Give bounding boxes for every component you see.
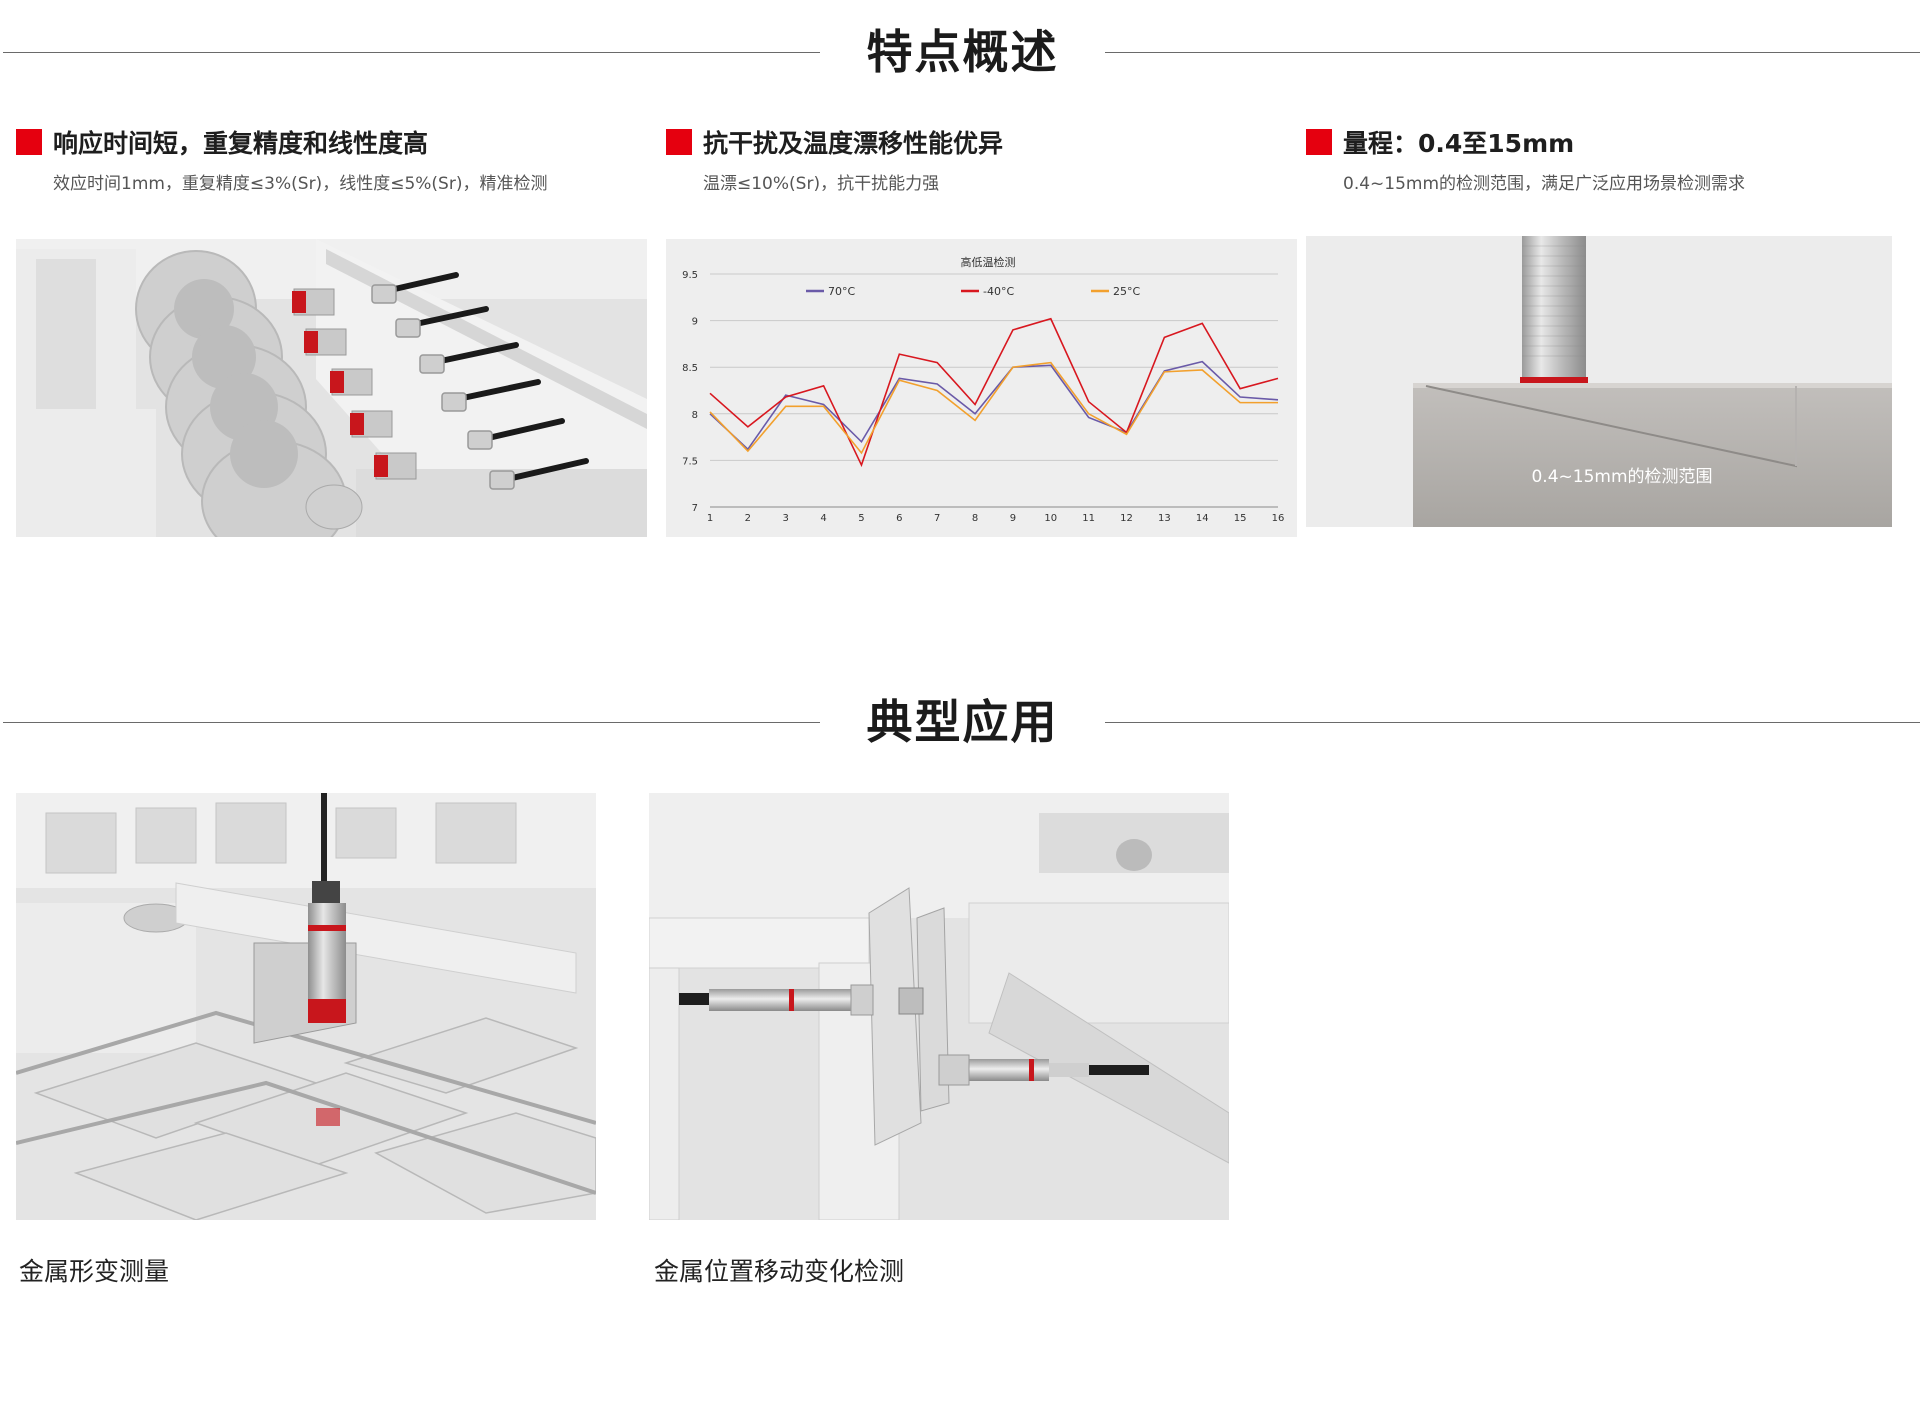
legend-label: 25°C (1113, 285, 1140, 298)
x-tick-label: 8 (972, 513, 978, 524)
application-image-metal-position (649, 793, 1229, 1220)
x-tick-label: 9 (1010, 513, 1016, 524)
features-section-title: 特点概述 (0, 17, 1920, 87)
y-tick-label: 7.5 (682, 456, 698, 467)
legend-label: 70°C (828, 285, 855, 298)
y-tick-label: 7 (692, 503, 698, 514)
chart-series (709, 317, 1279, 468)
title-divider-right (1105, 52, 1920, 53)
application-image-metal-deformation (16, 793, 596, 1220)
feature-description: 效应时间1mm，重复精度≤3%(Sr)，线性度≤5%(Sr)，精准检测 (53, 174, 548, 194)
red-square-icon (666, 129, 692, 155)
y-tick-label: 9.5 (682, 270, 698, 281)
feature-description: 0.4~15mm的检测范围，满足广泛应用场景检测需求 (1343, 174, 1746, 194)
detection-range-illustration: 0.4~15mm的检测范围 (1306, 236, 1892, 527)
features-heading: 特点概述 (866, 25, 1059, 79)
x-tick-label: 14 (1196, 513, 1209, 524)
x-tick-label: 11 (1082, 513, 1095, 524)
feature-response: 响应时间短，重复精度和线性度高 效应时间1mm，重复精度≤3%(Sr)，线性度≤… (16, 125, 656, 194)
legend-label: -40°C (983, 285, 1014, 298)
title-divider-left (3, 722, 820, 723)
x-tick-label: 10 (1044, 513, 1057, 524)
feature-description: 温漂≤10%(Sr)，抗干扰能力强 (703, 174, 940, 194)
title-divider-left (3, 52, 820, 53)
y-axis-ticks: 7 7.5 8 8.5 9 9.5 (682, 270, 698, 514)
x-tick-label: 12 (1120, 513, 1133, 524)
range-label: 0.4~15mm的检测范围 (1531, 467, 1712, 487)
series-line (709, 361, 1278, 455)
y-tick-label: 9 (692, 317, 698, 328)
x-tick-label: 5 (858, 513, 864, 524)
applications-heading: 典型应用 (866, 695, 1059, 749)
red-square-icon (1306, 129, 1332, 155)
series-line (709, 317, 1279, 468)
feature-title: 量程：0.4至15mm (1343, 129, 1575, 158)
y-tick-label: 8 (692, 410, 698, 421)
x-tick-label: 7 (934, 513, 940, 524)
feature-title: 响应时间短，重复精度和线性度高 (53, 129, 429, 158)
feature-title: 抗干扰及温度漂移性能优异 (703, 129, 1004, 158)
x-tick-label: 15 (1234, 513, 1247, 524)
red-square-icon (16, 129, 42, 155)
x-tick-label: 3 (783, 513, 789, 524)
y-tick-label: 8.5 (682, 363, 698, 374)
application-caption: 金属形变测量 (19, 1257, 170, 1286)
chart-title: 高低温检测 (961, 255, 1016, 269)
feature-interference: 抗干扰及温度漂移性能优异 温漂≤10%(Sr)，抗干扰能力强 (666, 125, 1306, 194)
x-tick-label: 1 (707, 513, 713, 524)
x-tick-label: 4 (820, 513, 826, 524)
title-divider-right (1105, 722, 1920, 723)
applications-section-title: 典型应用 (0, 687, 1920, 757)
sensor-array-illustration (16, 239, 647, 537)
feature-range: 量程：0.4至15mm 0.4~15mm的检测范围，满足广泛应用场景检测需求 (1306, 125, 1920, 194)
x-tick-label: 16 (1272, 513, 1285, 524)
x-tick-label: 13 (1158, 513, 1171, 524)
application-caption: 金属位置移动变化检测 (654, 1257, 905, 1286)
chart-legend: 70°C -40°C 25°C (806, 285, 1140, 298)
x-tick-label: 2 (745, 513, 751, 524)
series-line (709, 360, 1279, 451)
x-tick-label: 6 (896, 513, 902, 524)
